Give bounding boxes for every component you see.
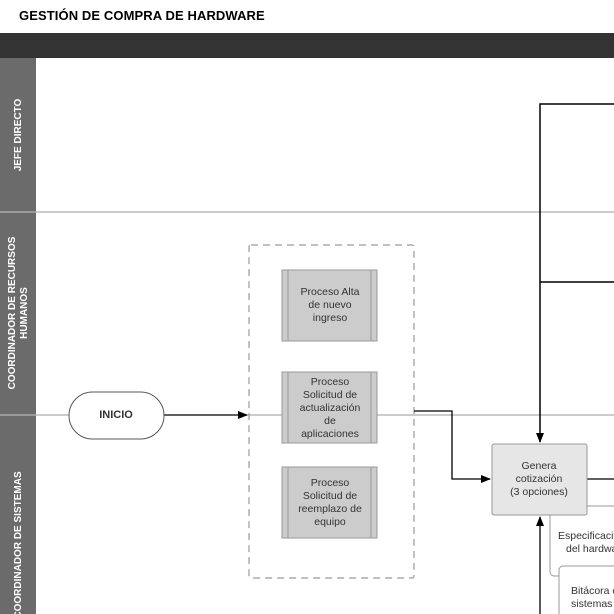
document-text-line: sistemas <box>571 598 612 610</box>
subprocess-alta-nuevo-ingreso: Proceso Alta de nuevo ingreso <box>281 269 378 342</box>
subprocess-text-line: Proceso Alta <box>301 286 360 298</box>
lane-label-coordinador-rh-line1: COORDINADOR DE RECURSOS <box>7 236 18 389</box>
lane-label-jefe-directo: JEFE DIRECTO <box>13 98 24 171</box>
subprocess-text-line: de nuevo <box>308 299 351 311</box>
task-text-line: (3 opciones) <box>510 486 568 498</box>
subprocess-text-line: Proceso <box>311 376 350 388</box>
subprocess-text-line: actualización <box>300 402 361 414</box>
subprocess-text-line: ingreso <box>313 312 348 324</box>
task-text-line: cotización <box>516 473 563 485</box>
lane-header-column <box>0 58 36 614</box>
start-terminator <box>68 391 165 440</box>
document-text-line: del hardwa <box>566 543 614 555</box>
start-label: INICIO <box>99 409 133 421</box>
subprocess-text-line: equipo <box>314 516 346 528</box>
subprocess-reemplazo-equipo: Proceso Solicitud de reemplazo de equipo <box>281 466 378 539</box>
document-bitacora-sistemas-front: Bitácora c sistemas <box>558 565 614 614</box>
task-text-line: Genera <box>521 460 556 472</box>
header-bar <box>0 33 614 58</box>
subprocess-text-line: Solicitud de <box>303 490 357 502</box>
subprocess-text-line: Proceso <box>311 477 350 489</box>
lane-label-coordinador-sistemas: COORDINADOR DE SISTEMAS <box>13 471 24 614</box>
task-genera-cotizacion: Genera cotización (3 opciones) <box>491 443 588 516</box>
document-text-line: Bitácora c <box>571 585 614 597</box>
document-especificacion-hardware: Especificaci del hardwa <box>549 505 614 577</box>
subprocess-text-line: Solicitud de <box>303 389 357 401</box>
subprocess-text-line: aplicaciones <box>301 428 359 440</box>
document-text-line: Especificaci <box>558 530 613 542</box>
subprocess-actualizacion-aplicaciones: Proceso Solicitud de actualización de ap… <box>281 371 378 444</box>
lane-label-coordinador-rh-line2: HUMANOS <box>19 287 30 339</box>
subprocess-text-line: reemplazo de <box>298 503 362 515</box>
connector-jefe-to-cotizacion <box>536 103 614 443</box>
connector-group-to-cotizacion <box>414 410 491 483</box>
subprocess-text-line: de <box>324 415 336 427</box>
diagram-title: GESTIÓN DE COMPRA DE HARDWARE <box>19 8 265 23</box>
